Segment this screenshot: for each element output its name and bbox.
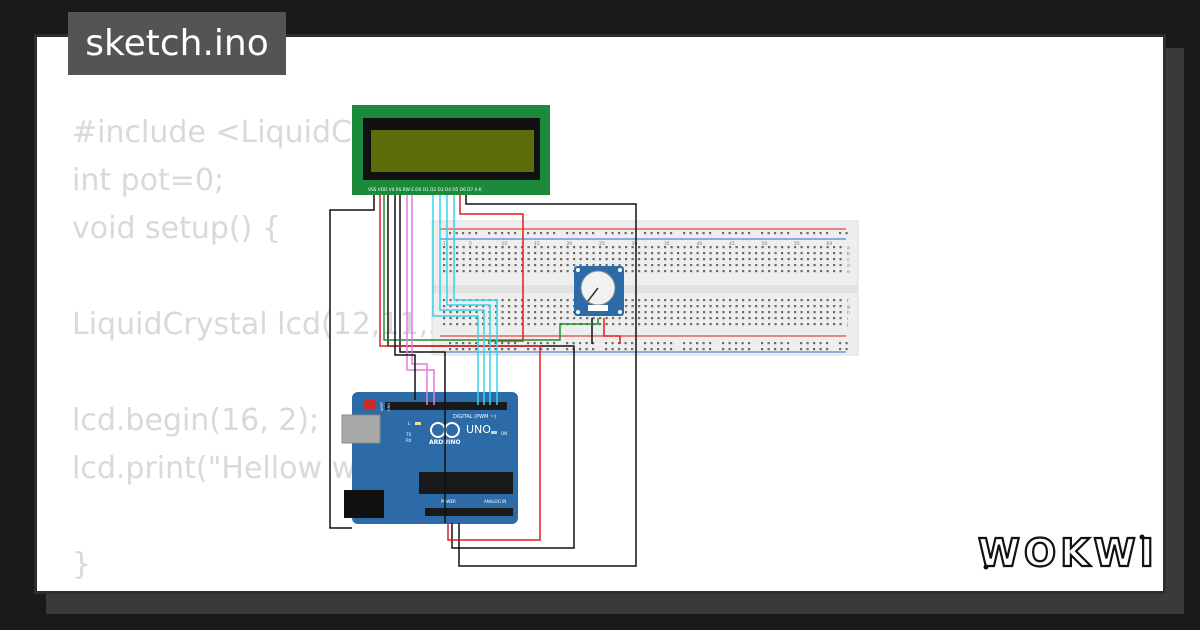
reset-button[interactable] [364,400,376,410]
breadboard-column-number: 45 [729,241,735,247]
digital-header [385,402,507,410]
breadboard-row-letter: h [847,310,850,316]
potentiometer[interactable] [574,266,624,316]
gnd-label: GND [387,403,391,411]
code-line: lcd.begin(16, 2); [72,403,320,438]
file-name-label: sketch.ino [68,12,286,75]
breadboard-row-letter: g [847,305,850,310]
breadboard-column-number: 40 [697,241,703,247]
brand-text: WOKWI [978,531,1152,574]
on-led [491,431,497,434]
breadboard-column-number: 20 [567,241,573,247]
atmega-chip [419,472,513,494]
breadboard-row-letter: b [847,251,850,257]
breadboard-row-letter: d [847,263,850,269]
wires [329,195,637,567]
arduino-model: UNO [466,423,491,436]
breadboard-row-letter: a [847,246,850,251]
breadboard-column-number: 10 [502,241,508,247]
power-label: POWER [441,499,456,504]
power-analog-header [425,508,513,516]
breadboard-column-number: 35 [664,241,670,247]
l-led [415,422,421,425]
breadboard-column-number: 25 [599,241,605,247]
breadboard-row-letter: c [847,258,850,263]
tx-label: TX [405,432,411,437]
rx-label: RX [406,438,412,443]
breadboard-column-number: 50 [762,241,768,247]
aref-label: AREF [380,402,384,411]
breadboard-column-number: 5 [469,241,472,247]
power-jack [344,490,384,518]
code-line: int pot=0; [72,163,225,198]
arduino-uno[interactable]: UNO ARDUINO DIGITAL (PWM ~) AREF GND TX … [341,392,518,524]
breadboard-column-number: 55 [794,241,800,247]
breadboard-column-number: 15 [534,241,540,247]
breadboard-row-letter: e [847,270,850,275]
breadboard-row-letter: i [847,316,848,322]
digital-label: DIGITAL (PWM ~) [453,414,496,420]
lcd-display[interactable]: VSS VDD V0 RS RW E D0 D1 D2 D3 D4 D5 D6 … [352,105,550,195]
breadboard-column-number: 30 [632,241,638,247]
breadboard-column-number: 1 [443,241,446,247]
breadboard-column-number: 60 [827,241,833,247]
code-line: void setup() { [72,211,281,246]
analog-label: ANALOG IN [484,499,506,504]
l-label: L [408,421,411,426]
usb-port [341,414,381,444]
lcd-screen [371,130,534,172]
breadboard-holes [443,232,848,351]
code-line: } [72,547,92,582]
breadboard-row-letter: f [847,298,849,304]
lcd-pin-labels: VSS VDD V0 RS RW E D0 D1 D2 D3 D4 D5 D6 … [368,187,482,193]
wokwi-logo: WOKWI [977,530,1152,574]
breadboard-row-letter: j [846,322,848,328]
on-label: ON [501,431,507,436]
